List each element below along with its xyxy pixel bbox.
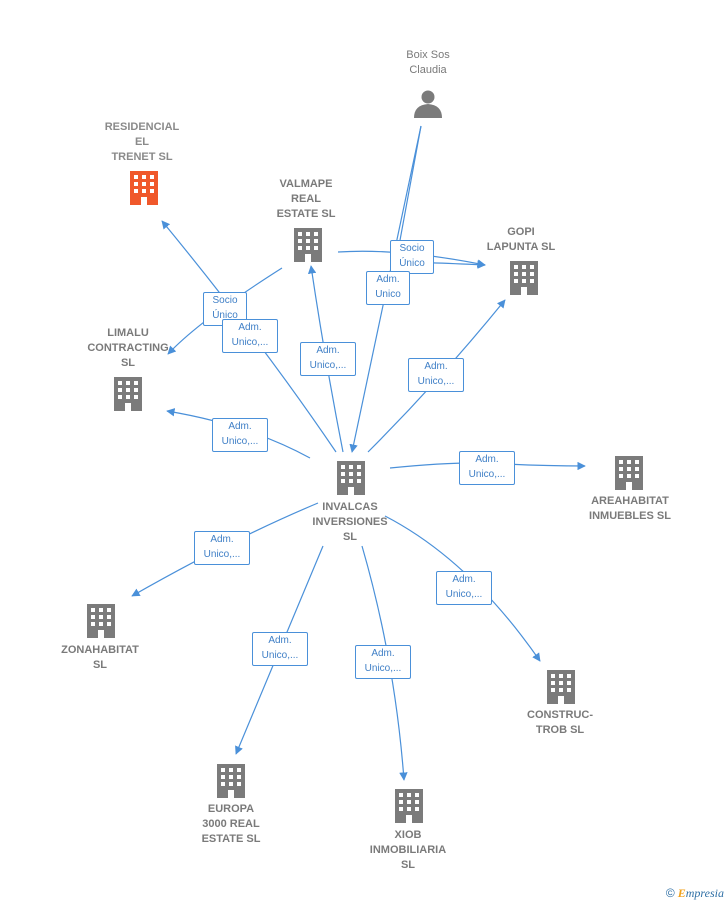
- building-icon: [547, 670, 575, 704]
- building-icon: [114, 377, 142, 411]
- edge-label-adm-unico[interactable]: Adm. Unico,...: [355, 645, 411, 679]
- edge-label-socio-unico[interactable]: Socio Único: [390, 240, 434, 274]
- edge-label-adm-unico[interactable]: Adm. Unico,...: [459, 451, 515, 485]
- empresia-watermark: © Empresia: [666, 886, 724, 901]
- edge-label-adm-unico[interactable]: Adm. Unico,...: [212, 418, 268, 452]
- building-icon: [615, 456, 643, 490]
- node-label-areahabitat[interactable]: AREAHABITAT INMUEBLES SL: [589, 495, 671, 522]
- node-label-zonahabitat[interactable]: ZONAHABITAT SL: [61, 644, 139, 671]
- building-icon: [395, 789, 423, 823]
- building-icon: [337, 461, 365, 495]
- node-label-residencial[interactable]: RESIDENCIAL EL TRENET SL: [104, 121, 180, 163]
- person-icon: [414, 90, 442, 118]
- node-label-xiob[interactable]: XIOB INMOBILIARIA SL: [369, 829, 447, 871]
- building-icon: [217, 764, 245, 798]
- edge-label-adm-unico[interactable]: Adm. Unico,...: [300, 342, 356, 376]
- building-icon: [510, 261, 538, 295]
- edge-label-adm-unico[interactable]: Adm. Unico,...: [436, 571, 492, 605]
- copyright-symbol: ©: [665, 886, 675, 900]
- edge-label-adm-unico[interactable]: Adm. Unico,...: [194, 531, 250, 565]
- edge-label-adm-unico[interactable]: Adm. Unico,...: [252, 632, 308, 666]
- node-label-gopi[interactable]: GOPI LAPUNTA SL: [486, 226, 556, 253]
- edge-label-adm-unico[interactable]: Adm. Unico,...: [222, 319, 278, 353]
- node-label-invalcas[interactable]: INVALCAS INVERSIONES SL: [312, 501, 388, 543]
- brand-name: mpresia: [685, 886, 724, 900]
- building-icon: [87, 604, 115, 638]
- building-icon: [294, 228, 322, 262]
- node-label-construc[interactable]: CONSTRUC- TROB SL: [527, 709, 593, 736]
- building-icon-highlight: [130, 171, 158, 205]
- edge-label-adm-unico[interactable]: Adm. Unico,...: [408, 358, 464, 392]
- node-label-limalu[interactable]: LIMALU CONTRACTING SL: [87, 327, 169, 369]
- brand-initial: E: [677, 886, 686, 900]
- node-label-valmape[interactable]: VALMAPE REAL ESTATE SL: [276, 178, 336, 220]
- node-label-boix[interactable]: Boix Sos Claudia: [406, 49, 450, 76]
- node-label-europa[interactable]: EUROPA 3000 REAL ESTATE SL: [201, 803, 261, 845]
- edge-label-adm-unico[interactable]: Adm. Unico: [366, 271, 410, 305]
